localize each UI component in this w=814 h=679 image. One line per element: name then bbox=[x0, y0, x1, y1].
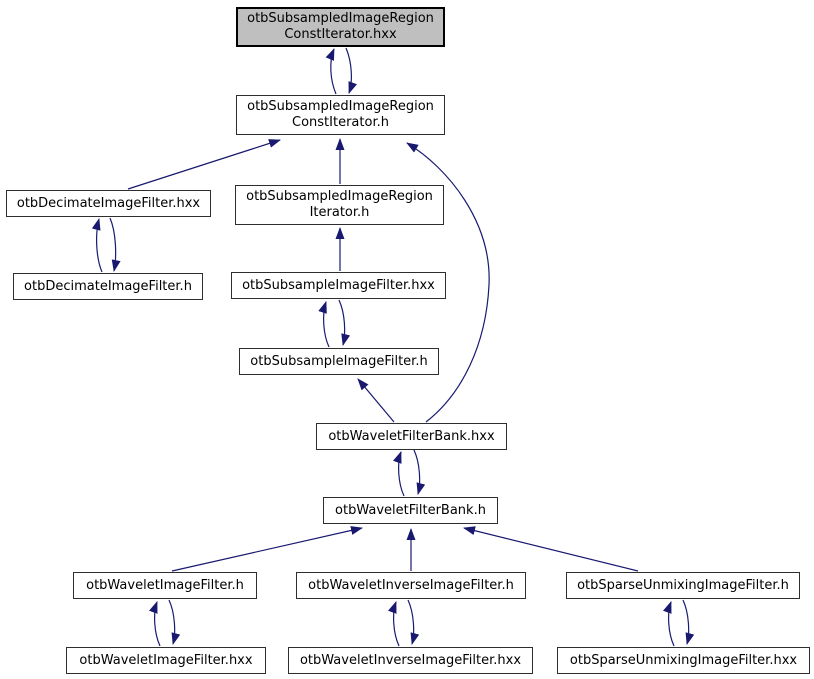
edge-n1-n2 bbox=[345, 47, 357, 94]
node-otbSubsampleImageFilter-hxx[interactable]: otbSubsampleImageFilter.hxx bbox=[231, 272, 446, 299]
node-otbDecimateImageFilter-h[interactable]: otbDecimateImageFilter.h bbox=[13, 273, 203, 300]
node-otbWaveletInverseImageFilter-h[interactable]: otbWaveletInverseImageFilter.h bbox=[296, 572, 526, 599]
node-otbSubsampledImageRegionConstIterator-hxx: otbSubsampledImageRegion ConstIterator.h… bbox=[236, 7, 445, 47]
edge-n3-n2 bbox=[127, 139, 281, 190]
edge-n12-n9 bbox=[463, 526, 639, 572]
edge-n11-n14 bbox=[407, 599, 420, 645]
edge-n6-n7 bbox=[338, 299, 351, 346]
edge-n8-n7 bbox=[357, 378, 395, 423]
node-otbSubsampleImageFilter-h[interactable]: otbSubsampleImageFilter.h bbox=[239, 348, 439, 375]
node-otbWaveletFilterBank-h[interactable]: otbWaveletFilterBank.h bbox=[323, 497, 498, 524]
edge-n14-n11 bbox=[388, 601, 400, 647]
node-otbSparseUnmixingImageFilter-hxx[interactable]: otbSparseUnmixingImageFilter.hxx bbox=[557, 647, 810, 674]
node-otbWaveletImageFilter-h[interactable]: otbWaveletImageFilter.h bbox=[73, 572, 257, 599]
edge-n2-n1 bbox=[325, 48, 337, 95]
edge-n10-n13 bbox=[168, 599, 181, 645]
edge-n4-n3 bbox=[91, 218, 103, 273]
edge-n15-n12 bbox=[663, 601, 675, 647]
node-otbSubsampledImageRegionIterator-h[interactable]: otbSubsampledImageRegion Iterator.h bbox=[235, 185, 444, 225]
edge-n13-n10 bbox=[149, 601, 161, 647]
edge-n12-n15 bbox=[682, 599, 695, 645]
node-otbWaveletImageFilter-hxx[interactable]: otbWaveletImageFilter.hxx bbox=[66, 647, 266, 674]
node-otbSparseUnmixingImageFilter-h[interactable]: otbSparseUnmixingImageFilter.h bbox=[566, 572, 800, 599]
node-otbSubsampledImageRegionConstIterator-h[interactable]: otbSubsampledImageRegion ConstIterator.h bbox=[236, 95, 445, 135]
edge-n3-n4 bbox=[109, 217, 121, 272]
edge-n8-n9 bbox=[413, 449, 426, 495]
edge-n10-n9 bbox=[171, 526, 363, 572]
node-otbWaveletInverseImageFilter-hxx[interactable]: otbWaveletInverseImageFilter.hxx bbox=[288, 647, 533, 674]
edge-n9-n8 bbox=[393, 451, 405, 497]
edge-n7-n6 bbox=[318, 301, 330, 348]
node-otbDecimateImageFilter-hxx[interactable]: otbDecimateImageFilter.hxx bbox=[6, 190, 211, 217]
node-otbWaveletFilterBank-hxx[interactable]: otbWaveletFilterBank.hxx bbox=[316, 423, 507, 450]
